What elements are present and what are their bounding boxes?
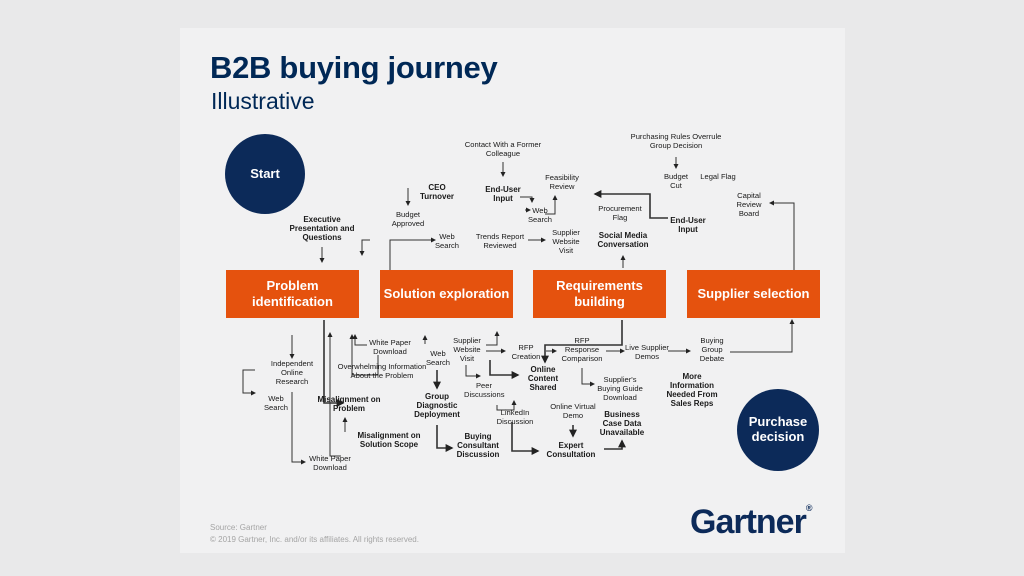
activity-procurement-flag: Procurement Flag bbox=[598, 204, 642, 222]
activity-social-media-conversation: Social Media Conversation bbox=[597, 231, 649, 249]
activity-overwhelming-information: Overwhelming Information About the Probl… bbox=[337, 362, 427, 380]
activity-capital-review-board: Capital Review Board bbox=[736, 191, 762, 218]
start-node: Start bbox=[225, 134, 305, 214]
activity-group-diagnostic: Group Diagnostic Deployment bbox=[414, 392, 460, 419]
activity-end-user-input-2: End-User Input bbox=[670, 216, 706, 234]
activity-business-case-data: Business Case Data Unavailable bbox=[599, 410, 645, 437]
activity-peer-discussions: Peer Discussions bbox=[464, 381, 505, 399]
activity-web-search-mid: Web Search bbox=[527, 206, 553, 224]
activity-purchasing-rules: Purchasing Rules Overrule Group Decision bbox=[630, 132, 722, 150]
activity-misalignment-scope: Misalignment on Solution Scope bbox=[357, 431, 421, 449]
activity-misalignment-problem: Misalignment on Problem bbox=[317, 395, 381, 413]
page-subtitle: Illustrative bbox=[211, 88, 315, 114]
page-title: B2B buying journey bbox=[210, 50, 498, 85]
activity-buying-guide-download: Supplier's Buying Guide Download bbox=[597, 375, 643, 402]
activity-feasibility-review: Feasibility Review bbox=[545, 173, 579, 191]
activity-executive-presentation: Executive Presentation and Questions bbox=[289, 215, 355, 242]
activity-buying-group-debate: Buying Group Debate bbox=[699, 336, 725, 363]
activity-more-information-needed: More Information Needed From Sales Reps bbox=[666, 372, 718, 408]
stage-requirements-building: Requirements building bbox=[533, 270, 666, 318]
activity-online-content-shared: Online Content Shared bbox=[527, 365, 559, 392]
activity-rfp-creation: RFP Creation bbox=[511, 343, 541, 361]
activity-buying-consultant: Buying Consultant Discussion bbox=[456, 432, 500, 459]
activity-web-search-top: Web Search bbox=[434, 232, 460, 250]
activity-end-user-input-1: End-User Input bbox=[485, 185, 521, 203]
activity-linkedin-discussion: LinkedIn Discussion bbox=[496, 408, 534, 426]
activity-independent-online-research: Independent Online Research bbox=[270, 359, 314, 386]
activity-expert-consultation: Expert Consultation bbox=[546, 441, 596, 459]
gartner-logo: Gartner® bbox=[690, 503, 813, 541]
activity-white-paper-mid: White Paper Download bbox=[369, 338, 411, 356]
activity-budget-approved: Budget Approved bbox=[391, 210, 425, 228]
activity-online-virtual-demo: Online Virtual Demo bbox=[550, 402, 596, 420]
copyright-note: © 2019 Gartner, Inc. and/or its affiliat… bbox=[210, 535, 419, 544]
activity-web-search-bottom: Web Search bbox=[425, 349, 451, 367]
activity-contact-colleague: Contact With a Former Colleague bbox=[464, 140, 542, 158]
activity-legal-flag: Legal Flag bbox=[700, 172, 736, 181]
activity-white-paper-left: White Paper Download bbox=[309, 454, 351, 472]
activity-trends-report: Trends Report Reviewed bbox=[475, 232, 525, 250]
stage-supplier-selection: Supplier selection bbox=[687, 270, 820, 318]
stage-solution-exploration: Solution exploration bbox=[380, 270, 513, 318]
purchase-decision-node: Purchase decision bbox=[737, 389, 819, 471]
activity-ceo-turnover: CEO Turnover bbox=[419, 183, 455, 201]
activity-supplier-website-visit-bottom: Supplier Website Visit bbox=[453, 336, 481, 363]
activity-live-supplier-demos: Live Supplier Demos bbox=[625, 343, 669, 361]
stage-problem-identification: Problem identification bbox=[226, 270, 359, 318]
activity-rfp-response-comparison: RFP Response Comparison bbox=[561, 336, 603, 363]
source-note: Source: Gartner bbox=[210, 523, 267, 532]
activity-budget-cut: Budget Cut bbox=[663, 172, 689, 190]
activity-supplier-website-visit-top: Supplier Website Visit bbox=[552, 228, 580, 255]
activity-web-search-left: Web Search bbox=[263, 394, 289, 412]
